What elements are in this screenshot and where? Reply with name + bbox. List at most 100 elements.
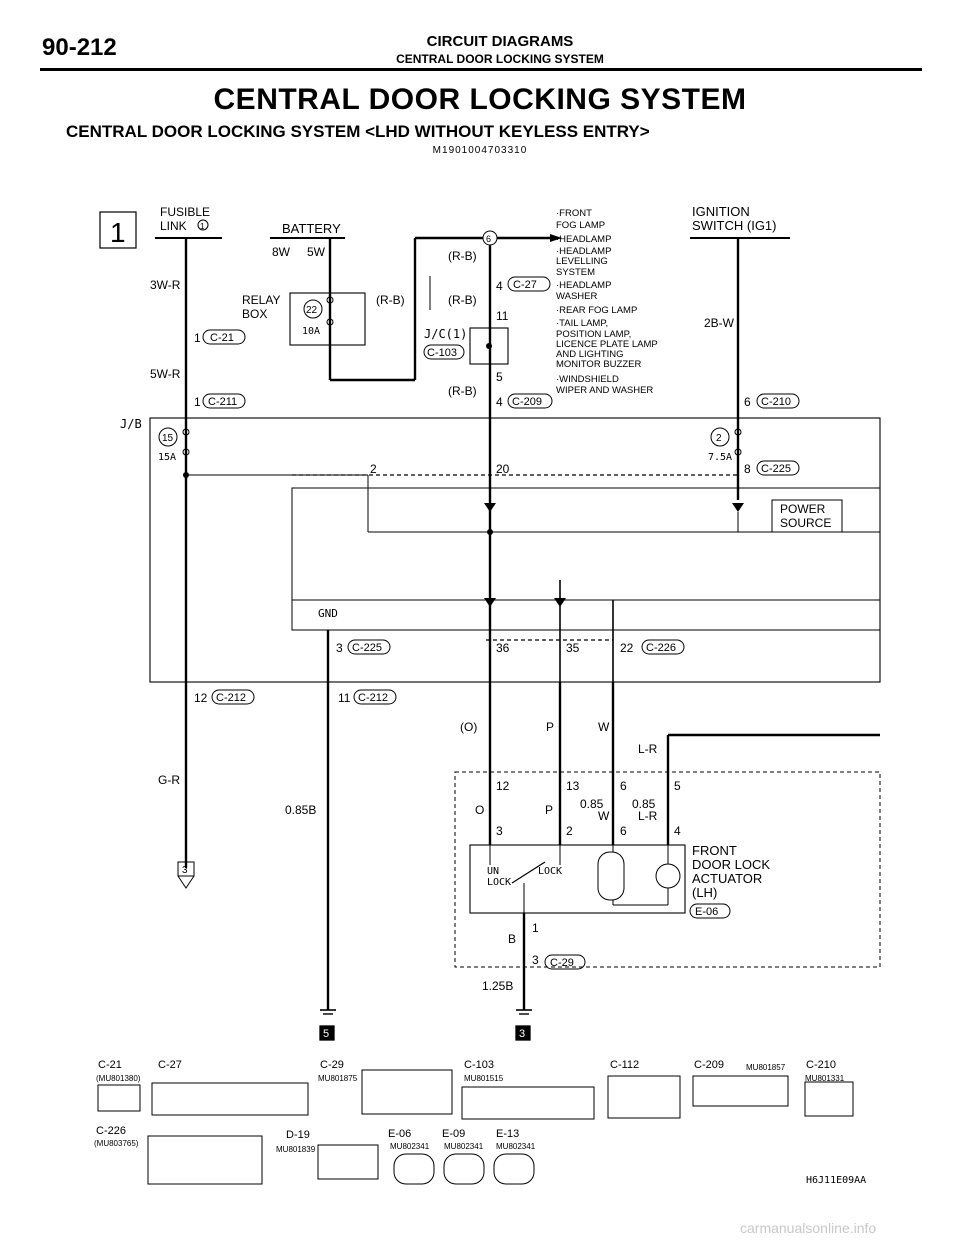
fuse22-number: 22 [306,305,318,316]
legend-part-number: (MU803765) [94,1139,139,1148]
wire-label: (R-B) [448,293,477,307]
document-code: M1901004703310 [432,145,528,156]
actuator-label-2: DOOR LOCK [692,857,770,872]
watermark: carmanualsonline.info [740,1220,877,1236]
pin-number: 3 [336,641,343,655]
power-source-label-2: SOURCE [780,516,831,530]
pin-number: 12 [194,691,208,705]
wire-label: W [598,809,610,823]
legend-part-number: MU802341 [496,1142,536,1151]
legend-part-number: MU801875 [318,1074,358,1083]
fuse2-number: 2 [716,433,722,444]
wire-label: (R-B) [376,293,405,307]
connector-ref-3: 3 [182,865,188,876]
connector-label: C-225 [761,463,791,475]
wire-label: G-R [158,773,180,787]
node-number: 6 [486,234,491,244]
legend-part-number: (MU801380) [96,1074,141,1083]
actuator-label-4: (LH) [692,885,717,900]
pin-number: 4 [496,395,503,409]
wire-label: 3W-R [150,278,181,292]
legend-connector-name: C-103 [464,1059,494,1071]
wire-label: (O) [460,720,477,734]
pin-number: 11 [496,309,509,323]
load-line: ·REAR FOG LAMP [556,305,637,316]
pin-number: 6 [620,824,627,838]
pin-number: 4 [496,279,503,293]
load-line: FOG LAMP [556,220,605,231]
subsection-title: CENTRAL DOOR LOCKING SYSTEM [396,52,604,66]
pin-number: 11 [338,691,351,705]
load-line: WIPER AND WASHER [556,385,653,396]
legend-connector-name: C-210 [806,1059,836,1071]
wire-label: O [475,803,484,817]
sheet-number: 1 [110,217,126,248]
legend-connector-name: C-226 [96,1125,126,1137]
load-line: ·HEADLAMP [556,246,611,257]
wire-label: (R-B) [448,249,477,263]
pin-number: 1 [194,331,201,345]
wire-label: 1.25B [482,979,513,993]
connector-label: E-06 [695,906,718,918]
power-source-label-1: POWER [780,502,826,516]
connector-label: C-211 [208,396,237,408]
connector-label: C-21 [210,332,234,344]
load-line: LICENCE PLATE LAMP [556,339,658,350]
fuse15-number: 15 [162,433,174,444]
load-line: ·FRONT [556,208,592,219]
pin-number: 20 [496,462,510,476]
legend-connector-name: C-29 [320,1059,344,1071]
wire-label: 5W-R [150,367,181,381]
ignition-label-1: IGNITION [692,204,750,219]
connector-label: C-226 [646,642,676,654]
fuse2-rating: 7.5A [708,452,732,463]
ground-point-5: 5 [323,1028,329,1040]
wire-label: 5W [307,245,326,259]
pin-number: 6 [744,395,751,409]
pin-number: 13 [566,779,580,793]
load-line: SYSTEM [556,267,595,278]
actuator-label-3: ACTUATOR [692,871,762,886]
load-line: LEVELLING [556,256,608,267]
fusible-link-label-2: LINK [160,219,187,233]
wire-label: W [598,720,610,734]
legend-part-number: MU801515 [464,1074,504,1083]
legend-connector-name: D-19 [286,1129,310,1141]
wire-label: L-R [638,742,658,756]
wire-label: 2B-W [704,316,735,330]
connector-label: C-212 [216,692,246,704]
lock-label: LOCK [538,866,562,877]
wire-label: P [546,720,554,734]
legend-connector-name: E-06 [388,1128,411,1140]
pin-number: 8 [744,462,751,476]
wire-label: 0.85B [285,803,316,817]
legend-part-number: MU801331 [805,1074,845,1083]
pin-number: 36 [496,641,510,655]
legend-connector-name: E-13 [496,1128,519,1140]
figure-code: H6J11E09AA [806,1175,866,1186]
unlock-label-2: LOCK [487,877,511,888]
load-line: MONITOR BUZZER [556,359,641,370]
load-line: WASHER [556,291,597,302]
pin-number: 4 [674,824,681,838]
relay-box-label-2: BOX [242,307,267,321]
legend-connector-name: C-112 [610,1059,639,1071]
load-line: ·WINDSHIELD [556,374,619,385]
unlock-label-1: UN [487,866,499,877]
gnd-label: GND [318,607,338,620]
pin-number: 22 [620,641,634,655]
actuator-label-1: FRONT [692,843,737,858]
load-line: ·HEADLAMP [556,234,611,245]
wire-label: 0.85 [580,797,604,811]
jc-label: J/C(1) [424,327,467,341]
load-line: ·HEADLAMP [556,280,611,291]
pin-number: 12 [496,779,510,793]
wire-label: 8W [272,245,291,259]
ignition-label-2: SWITCH (IG1) [692,218,777,233]
page-title: CENTRAL DOOR LOCKING SYSTEM [213,83,747,116]
connector-label: C-212 [358,692,388,704]
wire-label: 0.85 [632,797,656,811]
connector-label: C-225 [352,642,382,654]
relay-box-label-1: RELAY [242,293,280,307]
pin-number: 5 [496,370,503,384]
